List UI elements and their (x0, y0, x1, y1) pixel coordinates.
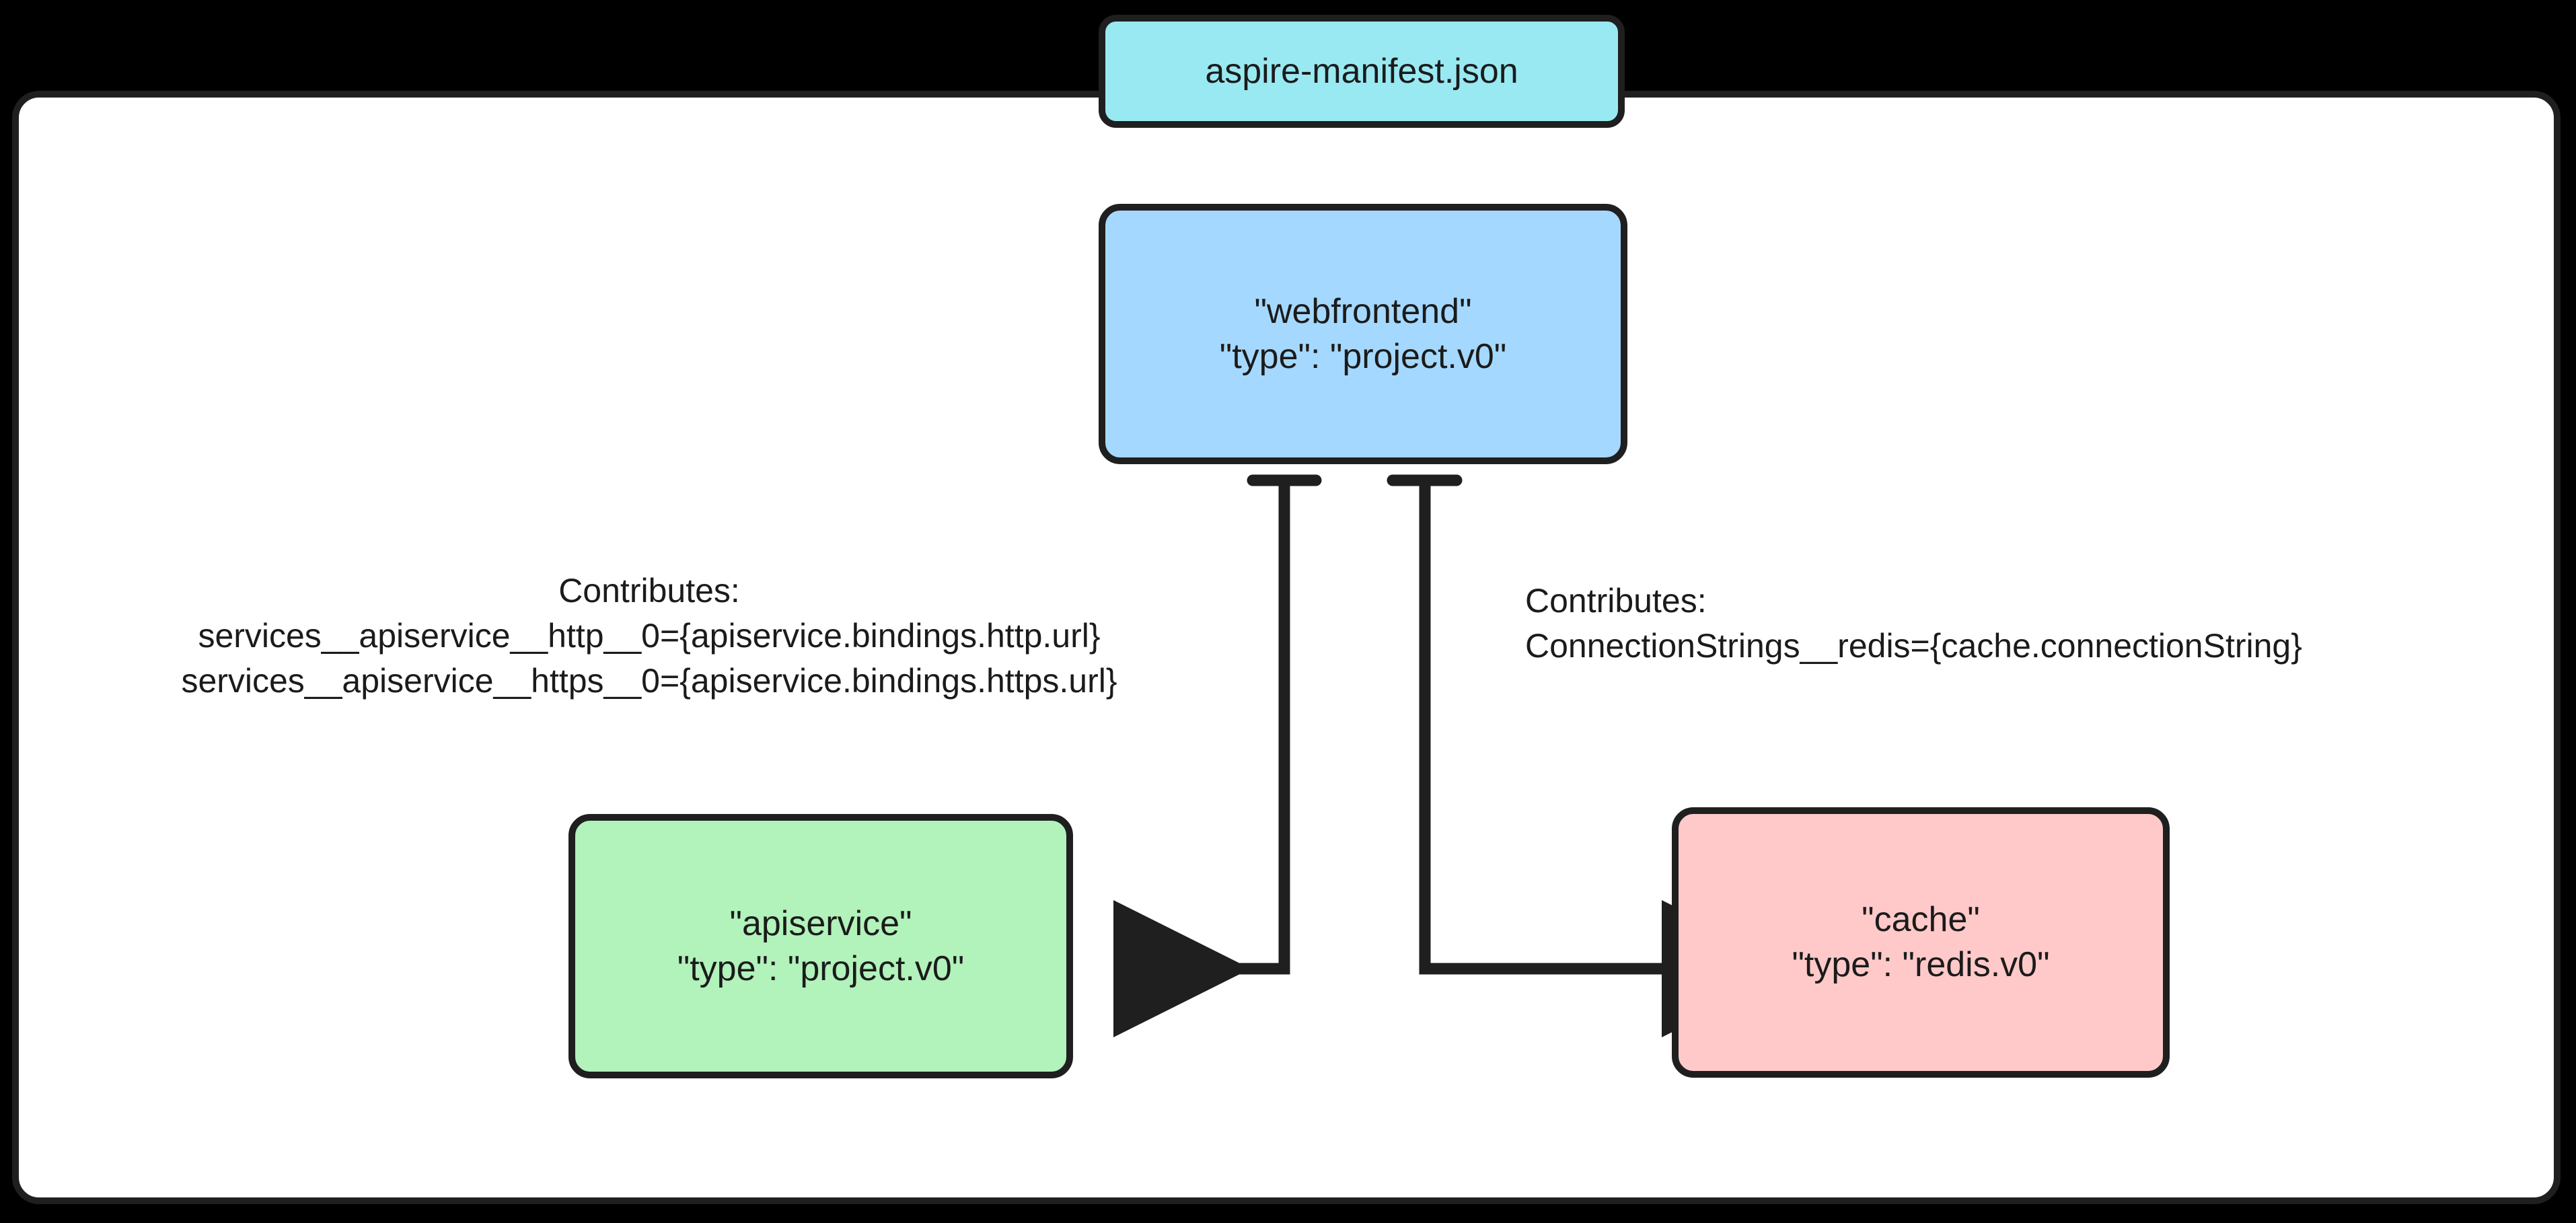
node-cache[interactable]: "cache" "type": "redis.v0" (1672, 807, 2170, 1078)
edge-label-apiservice: Contributes: services__apiservice__http_… (77, 568, 1221, 704)
edge-label-cache-heading: Contributes: (1525, 582, 1707, 620)
node-cache-name: "cache" (1862, 900, 1980, 940)
node-apiservice-type: "type": "project.v0" (677, 949, 965, 988)
node-webfrontend[interactable]: "webfrontend" "type": "project.v0" (1099, 204, 1627, 464)
node-apiservice-name: "apiservice" (729, 903, 912, 943)
edge-label-cache-line-connstr: ConnectionStrings__redis={cache.connecti… (1525, 627, 2302, 665)
node-webfrontend-name: "webfrontend" (1254, 291, 1472, 331)
edge-label-apiservice-heading: Contributes: (558, 572, 740, 609)
subgraph-title-box: aspire-manifest.json (1099, 15, 1625, 128)
node-apiservice[interactable]: "apiservice" "type": "project.v0" (568, 814, 1073, 1078)
edge-label-apiservice-line-http: services__apiservice__http__0={apiservic… (198, 617, 1101, 655)
subgraph-title-label: aspire-manifest.json (1205, 51, 1518, 91)
edge-label-apiservice-line-https: services__apiservice__https__0={apiservi… (181, 662, 1117, 700)
node-cache-type: "type": "redis.v0" (1792, 945, 2050, 984)
edge-label-cache: Contributes: ConnectionStrings__redis={c… (1525, 579, 2302, 669)
node-webfrontend-type: "type": "project.v0" (1219, 336, 1507, 376)
